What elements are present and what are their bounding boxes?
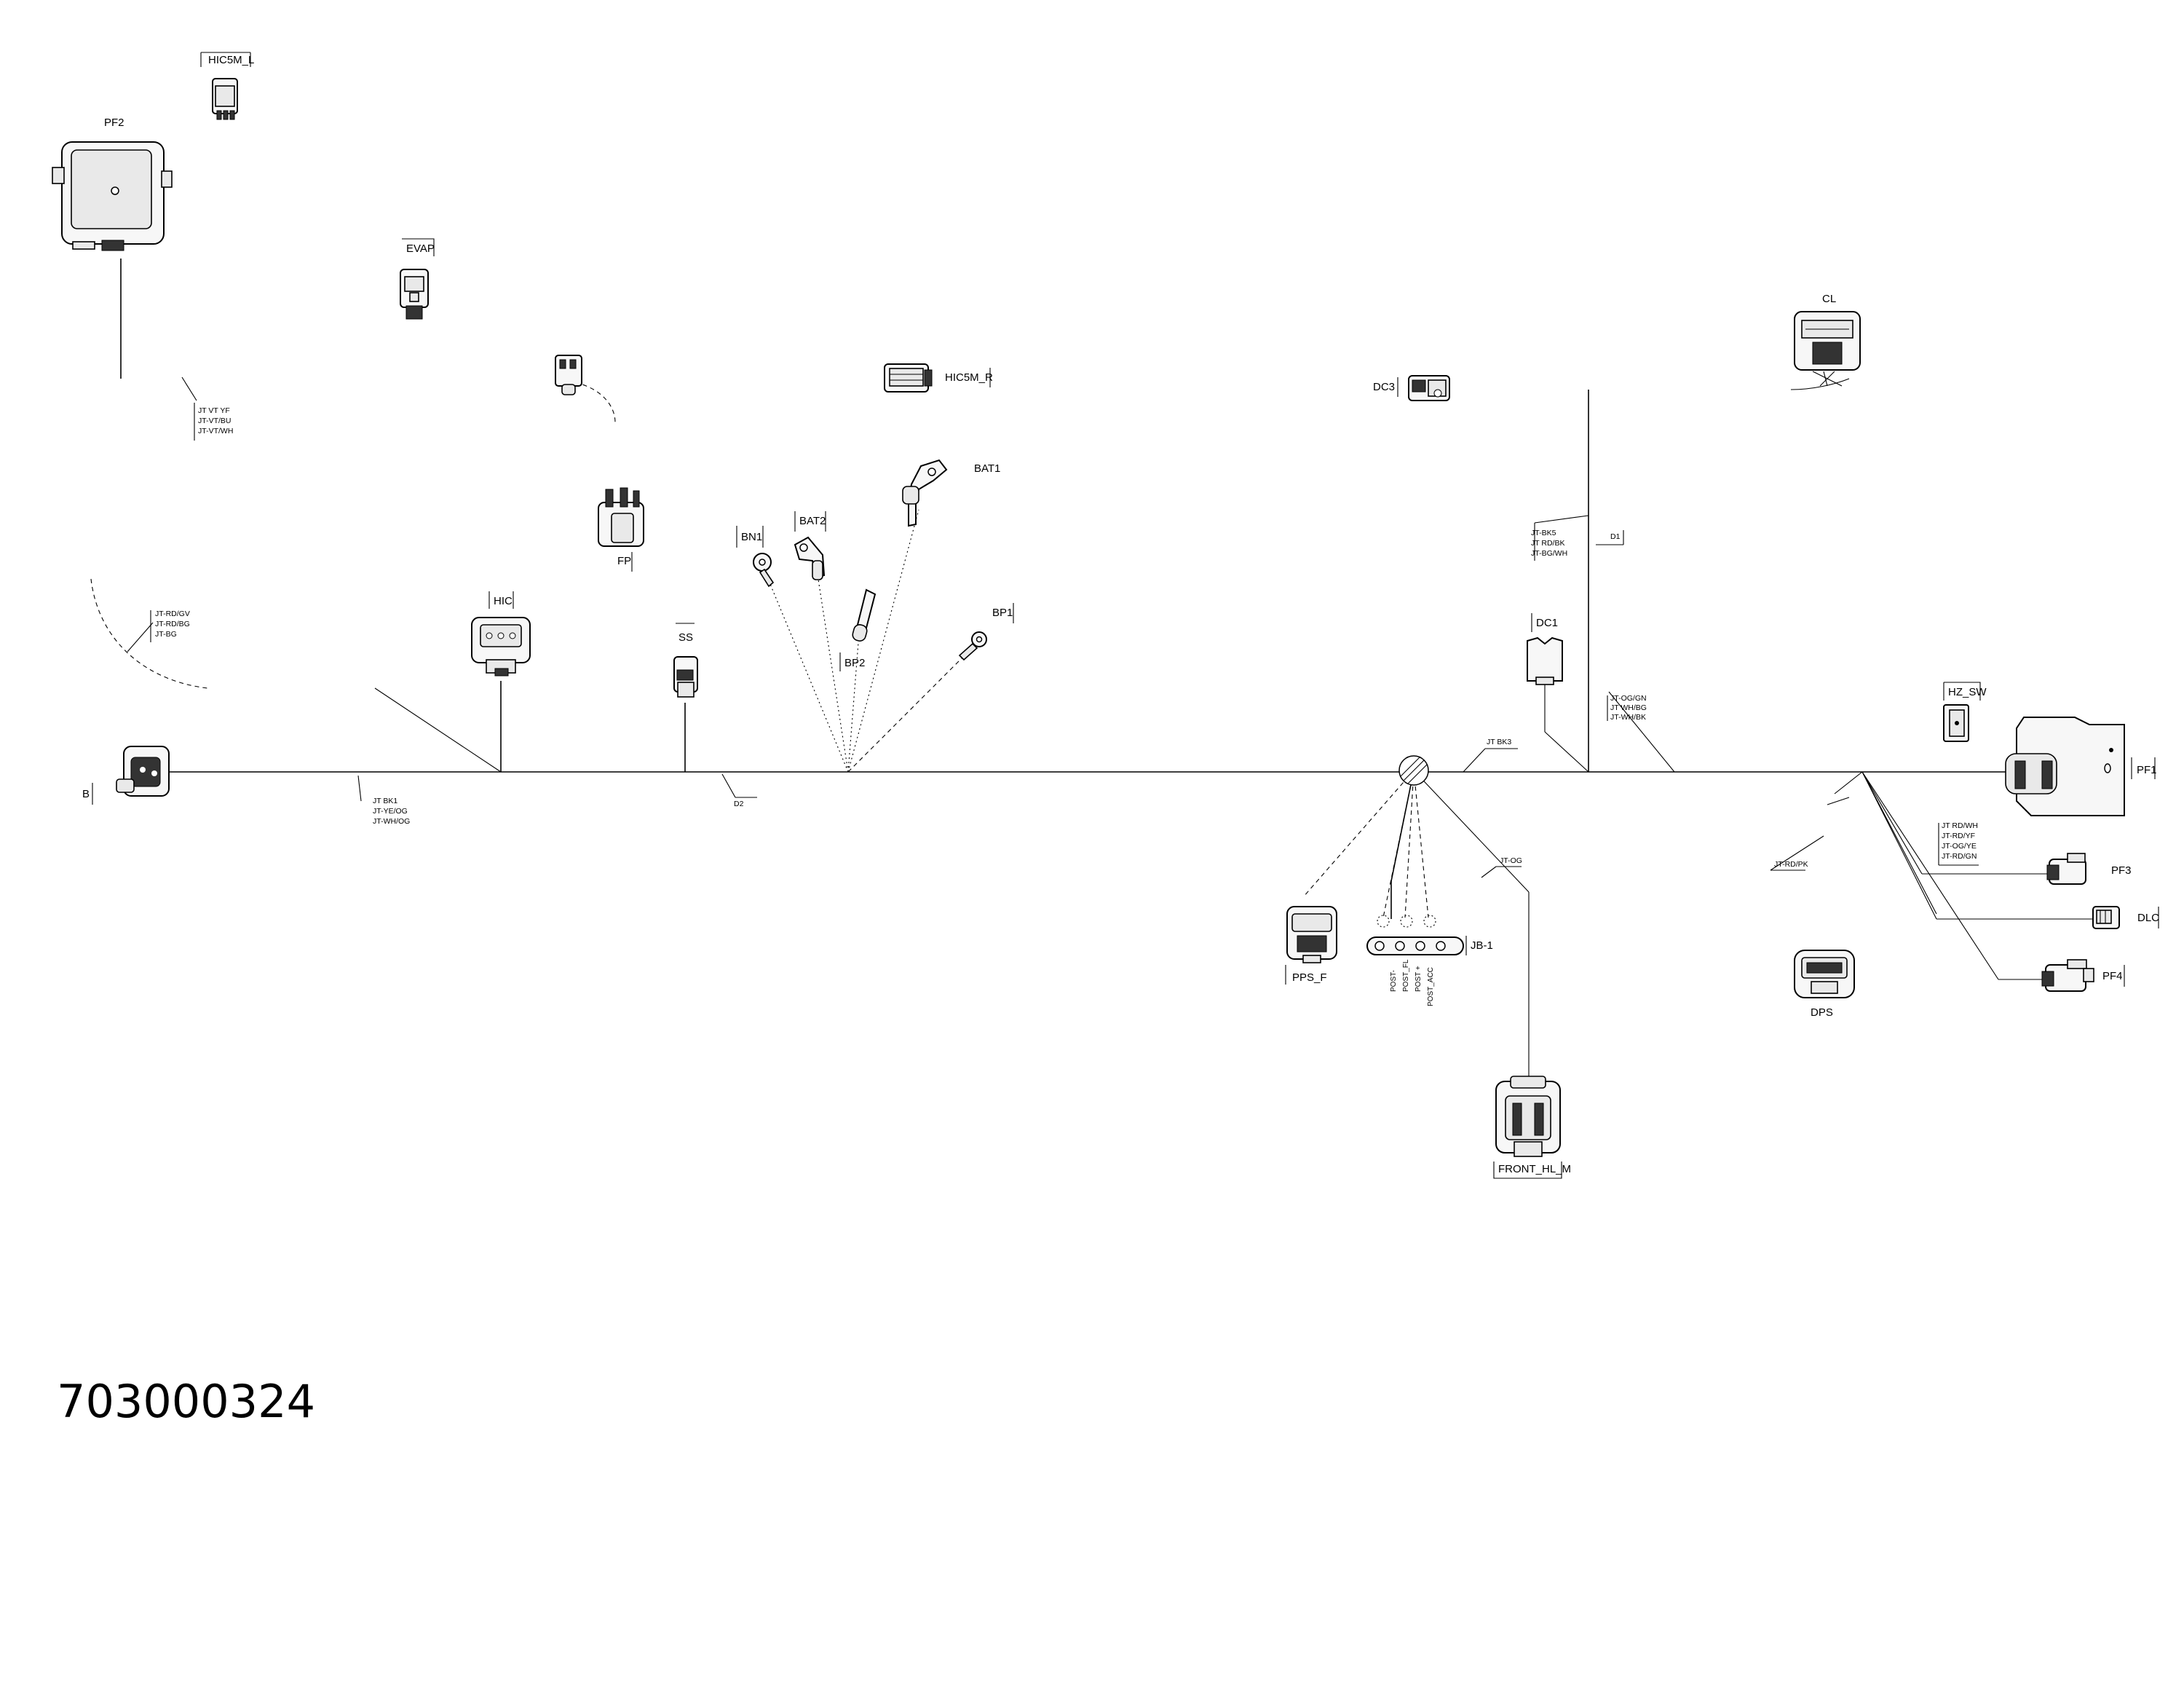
label-b: B [82, 788, 90, 800]
wire-label-hz-3: JT-WH/BK [1610, 713, 1646, 722]
bp1-terminal-icon [958, 631, 987, 661]
label-bat2: BAT2 [799, 515, 826, 527]
label-bp2: BP2 [844, 657, 865, 669]
label-dc1: DC1 [1536, 617, 1558, 629]
wire-label-hz-1: JT-OG/GN [1610, 694, 1647, 703]
label-pps-f: PPS_F [1292, 971, 1327, 984]
dlc-connector-icon [2092, 906, 2120, 929]
b-connector-icon [116, 746, 170, 797]
hic-connector-icon [471, 617, 531, 677]
hz-sw-switch-icon [1943, 704, 1969, 742]
hic5m-r-connector-icon [884, 363, 933, 393]
wire-label-arc-1: JT-RD/GV [155, 610, 190, 618]
wire-label-pf1-3: JT-OG/YE [1942, 842, 1977, 851]
label-post-acc: POST_ACC [1427, 967, 1435, 1006]
bp2-terminal-icon [852, 588, 877, 642]
wire-label-jt-og: JT-OG [1500, 856, 1522, 865]
label-pf4: PF4 [2102, 970, 2123, 982]
label-dps: DPS [1811, 1006, 1833, 1019]
label-cl: CL [1822, 293, 1836, 305]
label-pf3: PF3 [2111, 864, 2132, 877]
label-dlc: DLC [2137, 912, 2159, 924]
wire-label-pf2-2: JT-VT/BU [198, 417, 232, 425]
wire-label-leaders [127, 376, 1979, 878]
wire-label-pf1-4: JT-RD/GN [1942, 852, 1977, 861]
label-bp1: BP1 [992, 607, 1013, 619]
wire-label-d1-2: JT RD/BK [1531, 539, 1564, 548]
label-d2: D2 [734, 800, 744, 808]
wire-label-pf2-1: JT VT YF [198, 406, 230, 415]
bat1-terminal-icon [902, 459, 948, 527]
front-hl-m-connector-icon [1495, 1076, 1561, 1157]
dc3-connector-icon [1408, 375, 1450, 401]
label-fp: FP [617, 555, 631, 567]
jb-1-junction-block-icon [1366, 915, 1464, 955]
pf3-connector-icon [2046, 853, 2086, 885]
harness-wires [90, 259, 2097, 1078]
label-evap: EVAP [406, 242, 435, 255]
wire-label-d1-1: JT-BK5 [1531, 529, 1556, 537]
label-ss: SS [678, 631, 693, 644]
label-hic5m-r: HIC5M_R [945, 371, 993, 384]
bn1-terminal-icon [753, 553, 775, 588]
dc1-connector-icon [1527, 636, 1563, 685]
wire-label-d1-3: JT-BG/WH [1531, 549, 1567, 558]
fp-pin-connector-icon [555, 355, 582, 395]
wire-label-jt-rd-pk: JT-RD/PK [1774, 860, 1808, 869]
wire-label-main-1: JT BK1 [373, 797, 397, 805]
label-hz-sw: HZ_SW [1948, 686, 1987, 698]
label-hic5m-l: HIC5M_L [208, 54, 254, 66]
connector-labels: HIC5M_L PF2 EVAP HIC5M_R BAT1 BAT2 BN1 F… [82, 52, 2159, 1179]
fp-connector-icon [598, 487, 644, 547]
wire-label-arc-3: JT-BG [155, 630, 177, 639]
pps-f-connector-icon [1286, 906, 1337, 963]
pf1-connector-icon [2005, 717, 2125, 816]
wire-color-labels: JT VT YF JT-VT/BU JT-VT/WH JT-RD/GV JT-R… [155, 406, 1978, 869]
wire-label-pf2-3: JT-VT/WH [198, 427, 233, 435]
pf2-connector-icon [52, 141, 173, 251]
part-number: 703000324 [57, 1375, 315, 1428]
wire-label-pf1-1: JT RD/WH [1942, 821, 1978, 830]
label-bat1: BAT1 [974, 462, 1000, 475]
bat2-terminal-icon [794, 536, 826, 580]
label-post-plus: POST + [1415, 966, 1423, 992]
label-d1: D1 [1610, 532, 1621, 541]
label-dc3: DC3 [1373, 381, 1395, 393]
label-front-hl-m: FRONT_HL_M [1498, 1163, 1571, 1175]
wire-label-main-3: JT-WH/OG [373, 817, 410, 826]
label-bn1: BN1 [741, 531, 762, 543]
label-post-fl: POST_FL [1402, 959, 1410, 992]
ss-connector-icon [673, 656, 698, 698]
label-post-minus: POST- [1390, 970, 1398, 992]
wire-label-hz-2: JT WH/BG [1610, 703, 1647, 712]
hic5m-l-connector-icon [212, 78, 238, 120]
jb-1-post-labels: POST- POST_FL POST + POST_ACC [1390, 959, 1435, 1006]
wire-label-arc-2: JT-RD/BG [155, 620, 190, 628]
pf4-connector-icon [2041, 959, 2094, 992]
label-pf1: PF1 [2137, 764, 2157, 776]
wire-label-jt-bk3: JT BK3 [1487, 738, 1511, 746]
wire-label-main-2: JT-YE/OG [373, 807, 408, 816]
label-pf2: PF2 [104, 117, 124, 129]
cl-connector-icon [1794, 311, 1861, 387]
label-hic: HIC [494, 595, 513, 607]
label-jb-1: JB-1 [1471, 939, 1493, 952]
dps-connector-icon [1794, 950, 1855, 998]
wire-label-pf1-2: JT-RD/YF [1942, 832, 1975, 840]
evap-connector-icon [400, 269, 429, 320]
